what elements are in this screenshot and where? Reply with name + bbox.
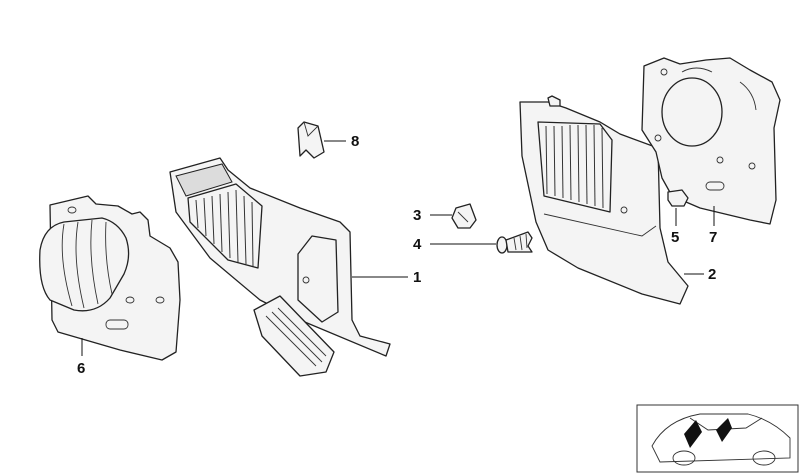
callout-4: 4: [413, 236, 496, 253]
svg-text:4: 4: [413, 236, 422, 253]
svg-text:8: 8: [351, 133, 359, 150]
part-4-expanding-rivet[interactable]: [496, 231, 533, 254]
part-3-clip-nut[interactable]: [451, 203, 477, 229]
vehicle-location-thumbnail: [636, 404, 799, 473]
callout-8: 8: [324, 133, 359, 150]
part-6-speaker-housing[interactable]: [39, 195, 181, 361]
part-1-trim-panel[interactable]: [169, 157, 391, 377]
svg-text:1: 1: [413, 269, 421, 286]
callout-6: 6: [77, 338, 85, 377]
callout-5: 5: [671, 208, 679, 246]
svg-text:6: 6: [77, 360, 85, 377]
callout-3: 3: [413, 207, 452, 224]
callout-2: 2: [684, 266, 716, 283]
svg-text:2: 2: [708, 266, 716, 283]
svg-text:5: 5: [671, 229, 679, 246]
callout-7: 7: [709, 206, 717, 246]
part-8-clip[interactable]: [297, 121, 325, 159]
callout-1: 1: [352, 269, 421, 286]
svg-text:7: 7: [709, 229, 717, 246]
part-2-trim-panel[interactable]: [519, 95, 689, 305]
part-7-speaker-housing[interactable]: [641, 57, 781, 225]
svg-text:3: 3: [413, 207, 421, 224]
part-5-clip[interactable]: [667, 189, 689, 207]
